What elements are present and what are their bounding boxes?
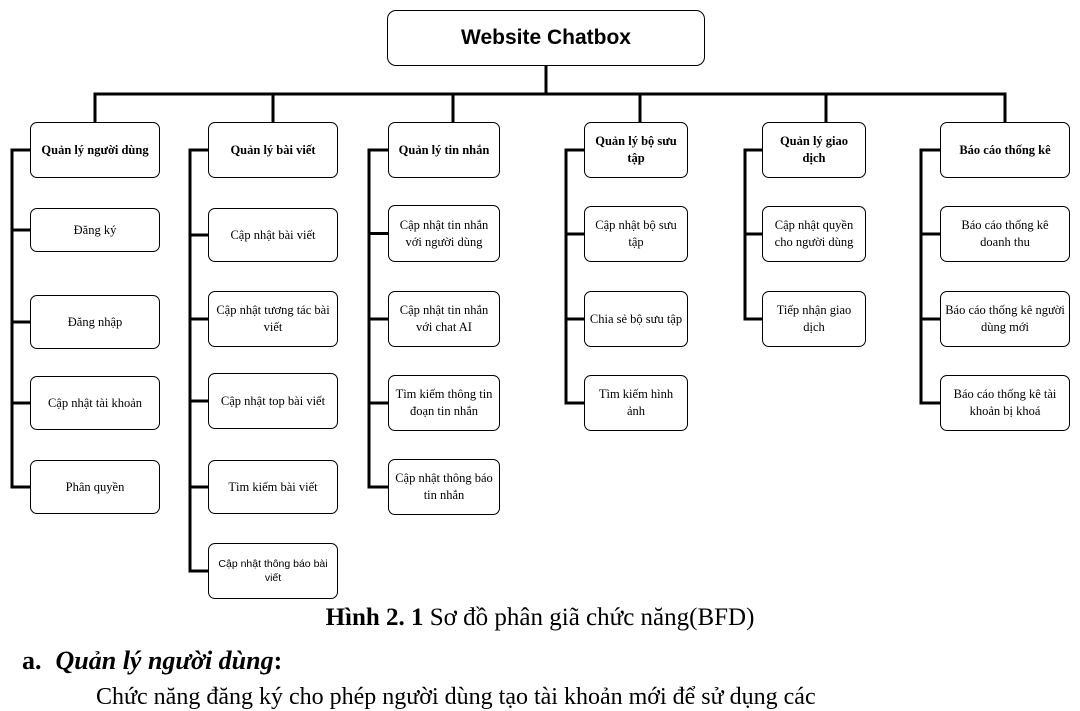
figure-title: Sơ đồ phân giã chức năng(BFD) [429, 604, 755, 631]
node-update-post: Cập nhật bài viết [208, 208, 338, 262]
node-search-posts: Tìm kiếm bài viết [208, 460, 338, 514]
node-update-user-rights: Cập nhật quyền cho người dùng [762, 206, 866, 262]
root-node: Website Chatbox [387, 10, 705, 66]
node-login: Đăng nhập [30, 295, 160, 349]
node-update-top-posts: Cập nhật top bài viết [208, 373, 338, 429]
section-heading: a. Quản lý người dùng: [22, 646, 282, 676]
section-title: Quản lý người dùng [55, 646, 274, 675]
node-update-message-notification: Cập nhật thông báo tin nhắn [388, 459, 500, 515]
figure-number: Hình 2. 1 [325, 604, 424, 631]
category-message-management: Quản lý tin nhắn [388, 122, 500, 178]
section-colon: : [273, 646, 283, 675]
body-text-line: Chức năng đăng ký cho phép người dùng tạ… [96, 684, 816, 710]
node-update-post-notification: Cập nhật thông báo bài viết [208, 543, 338, 599]
category-transaction-management: Quản lý giao dịch [762, 122, 866, 178]
category-collection-management: Quản lý bộ sưu tập [584, 122, 688, 178]
node-search-images: Tìm kiếm hình ảnh [584, 375, 688, 431]
connector-lines [10, 64, 1007, 573]
node-share-collection: Chia sẻ bộ sưu tập [584, 291, 688, 347]
category-statistics-report: Báo cáo thống kê [940, 122, 1070, 178]
node-search-message-thread: Tìm kiếm thông tin đoạn tin nhắn [388, 375, 500, 431]
node-update-post-interaction: Cập nhật tương tác bài viết [208, 291, 338, 347]
node-permissions: Phân quyền [30, 460, 160, 514]
node-register: Đăng ký [30, 208, 160, 252]
section-number: a. [22, 646, 42, 675]
category-post-management: Quản lý bài viết [208, 122, 338, 178]
node-update-collection: Cập nhật bộ sưu tập [584, 206, 688, 262]
node-locked-accounts-report: Báo cáo thống kê tài khoản bị khoá [940, 375, 1070, 431]
category-user-management: Quản lý người dùng [30, 122, 160, 178]
node-revenue-report: Báo cáo thống kê doanh thu [940, 206, 1070, 262]
node-new-users-report: Báo cáo thống kê người dùng mới [940, 291, 1070, 347]
node-update-account: Cập nhật tài khoản [30, 376, 160, 430]
node-update-ai-chat-messages: Cập nhật tin nhắn với chat AI [388, 291, 500, 347]
figure-caption: Hình 2. 1 Sơ đồ phân giã chức năng(BFD) [0, 604, 1080, 632]
node-update-user-messages: Cập nhật tin nhắn với người dùng [388, 205, 500, 262]
node-receive-transaction: Tiếp nhận giao dịch [762, 291, 866, 347]
